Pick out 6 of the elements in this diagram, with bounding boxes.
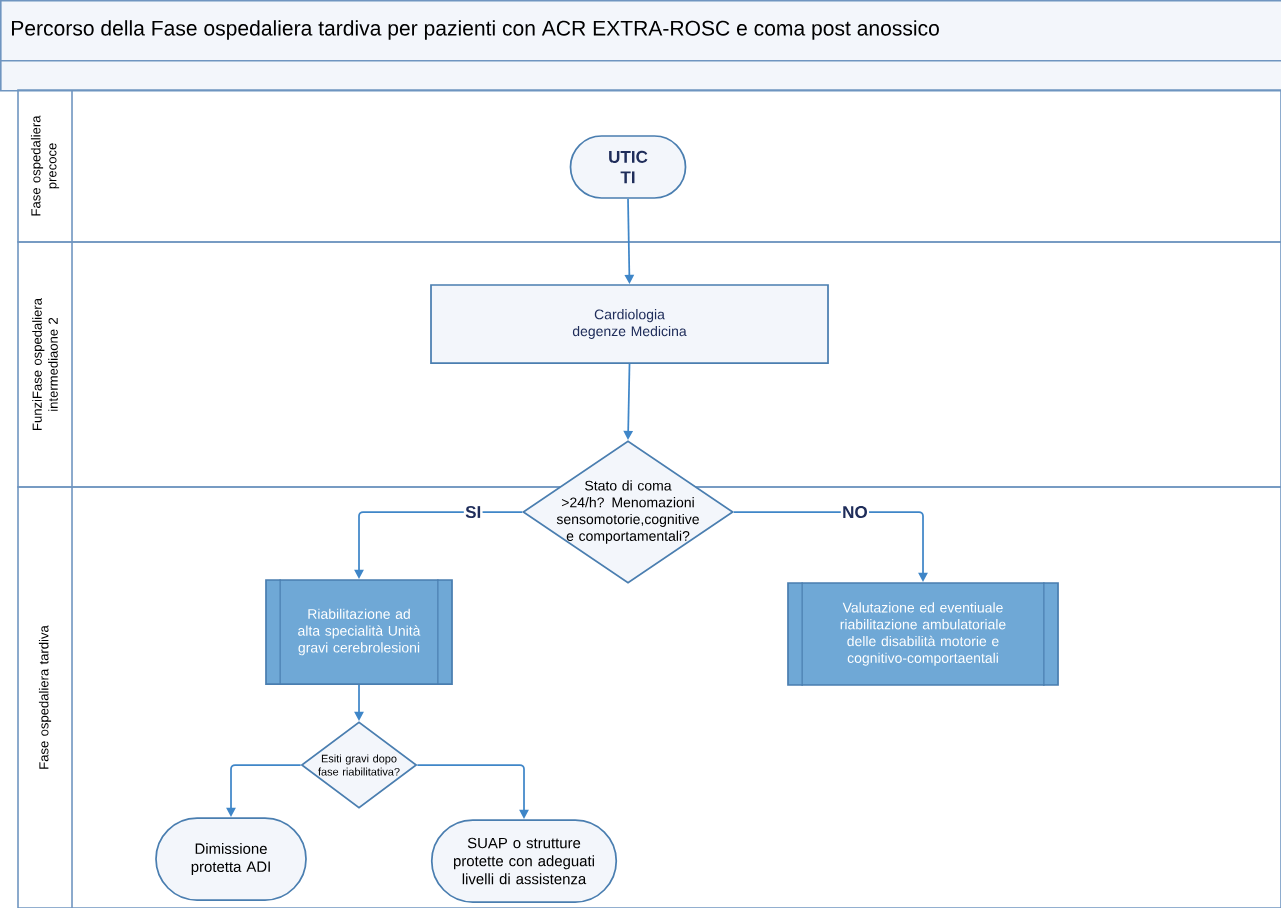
title: Percorso della Fase ospedaliera tardiva per pazienti con ACR EXTRA-ROSC e coma post anossico: [12, 20, 939, 40]
edge-label: SI: [463, 504, 483, 520]
subprocess-box: Riabilitazione ad alta specialità Unità gravi cerebrolesioni: [265, 578, 453, 686]
subprocess-box: Valutazione ed eventiuale riabilitazione ambulatoriale delle disabilità motorie e cognitivo-comportaentali: [787, 581, 1059, 687]
process-box: Cardiologia degenze Medicina: [430, 284, 829, 364]
edge-label: NO: [840, 504, 870, 520]
